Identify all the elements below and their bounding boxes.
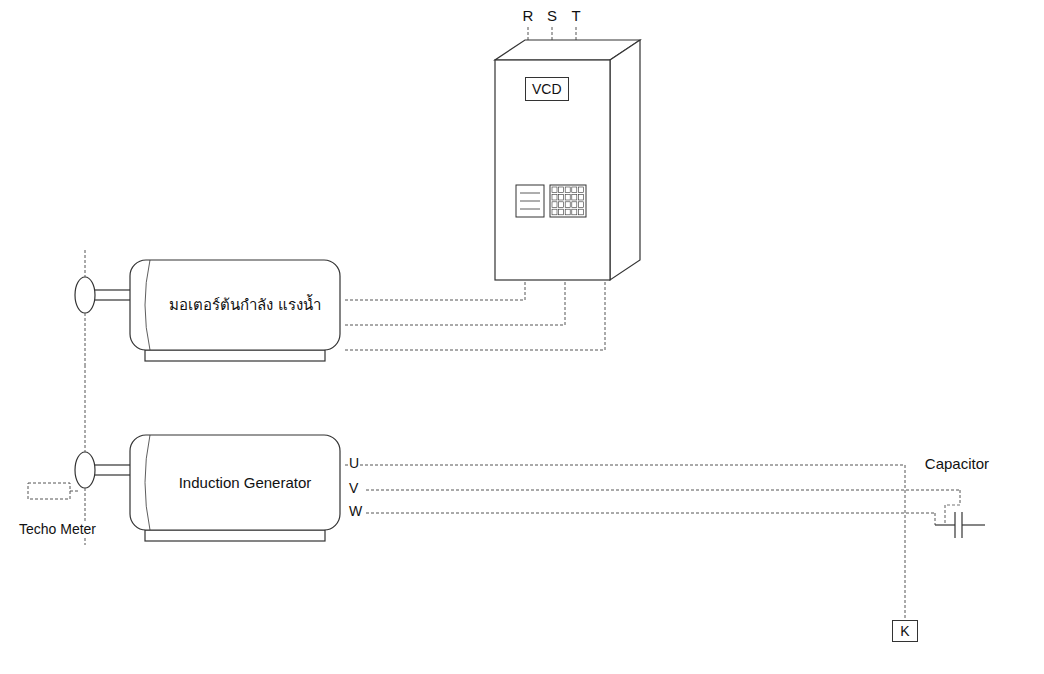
generator-wire: [366, 490, 960, 491]
machine-housing: [130, 260, 340, 350]
machine-text-area: มอเตอร์ต้นกำลัง แรงน้ำ: [152, 260, 338, 350]
key: [552, 209, 557, 215]
phase-label: T: [570, 8, 581, 25]
display-line: [520, 193, 540, 194]
cabinet-side: [610, 40, 640, 280]
machine-housing: [130, 435, 340, 530]
key: [559, 187, 564, 193]
key: [565, 209, 570, 215]
generator-body: Induction Generator: [60, 425, 345, 545]
key: [559, 194, 564, 200]
key: [559, 209, 564, 215]
key: [559, 202, 564, 208]
device-label: VCD: [525, 77, 569, 101]
machine-label: มอเตอร์ต้นกำลัง แรงน้ำ: [169, 295, 320, 315]
pulley: [75, 277, 95, 313]
terminal-label: U: [348, 456, 360, 471]
power-wire: [345, 282, 565, 325]
k-box: K: [892, 620, 918, 642]
component-label: Capacitor: [924, 456, 990, 473]
cabinet-text-area: VCD: [525, 77, 569, 101]
capacitor-lead: [935, 513, 936, 525]
display-line: [520, 201, 540, 202]
key: [552, 202, 557, 208]
key: [565, 187, 570, 193]
key: [572, 187, 577, 193]
supply-wire: [552, 27, 553, 41]
capacitor-symbol: [935, 505, 985, 538]
key: [572, 202, 577, 208]
shaft-coupling: [85, 365, 86, 425]
generator-wire: [366, 513, 935, 514]
motor-wire: [345, 282, 525, 300]
capacitor-lead: [960, 490, 961, 505]
display-panel: [516, 185, 544, 217]
keypad: [550, 185, 586, 217]
machine-text-area: Induction Generator: [152, 435, 338, 530]
phase-label: R: [522, 8, 535, 25]
terminal-label: W: [348, 504, 363, 519]
terminal-label: V: [348, 481, 359, 496]
motor-body: มอเตอร์ต้นกำลัง แรงน้ำ: [60, 250, 345, 365]
key: [572, 194, 577, 200]
cabinet-outline: [490, 35, 650, 282]
switch-label: K: [900, 622, 909, 640]
key: [578, 202, 583, 208]
instrument-label: Techo Meter: [18, 522, 97, 537]
key: [578, 194, 583, 200]
machine-base: [145, 530, 325, 541]
key: [565, 202, 570, 208]
power-wire: [345, 465, 905, 620]
housing-edge: [145, 435, 150, 530]
machine-label: Induction Generator: [179, 473, 312, 493]
machine-shaft: [90, 465, 132, 475]
coupling-line: [85, 425, 86, 452]
key: [565, 194, 570, 200]
machine-shaft: [90, 290, 132, 300]
key: [552, 187, 557, 193]
phase-label: S: [546, 8, 558, 25]
coupling-line: [85, 313, 86, 365]
machine-base: [145, 350, 325, 361]
wiring: [345, 27, 960, 525]
key: [552, 194, 557, 200]
tacho-meter: [28, 483, 78, 499]
display-line: [520, 209, 540, 210]
pulley: [75, 452, 95, 488]
supply-wire: [576, 27, 577, 41]
vcd-cabinet: VCD: [490, 35, 650, 282]
key: [578, 187, 583, 193]
coupling-line: [85, 250, 86, 277]
motor-wire: [345, 282, 605, 350]
key: [572, 209, 577, 215]
cabinet-front: [495, 60, 610, 280]
housing-edge: [145, 260, 150, 350]
key: [578, 209, 583, 215]
